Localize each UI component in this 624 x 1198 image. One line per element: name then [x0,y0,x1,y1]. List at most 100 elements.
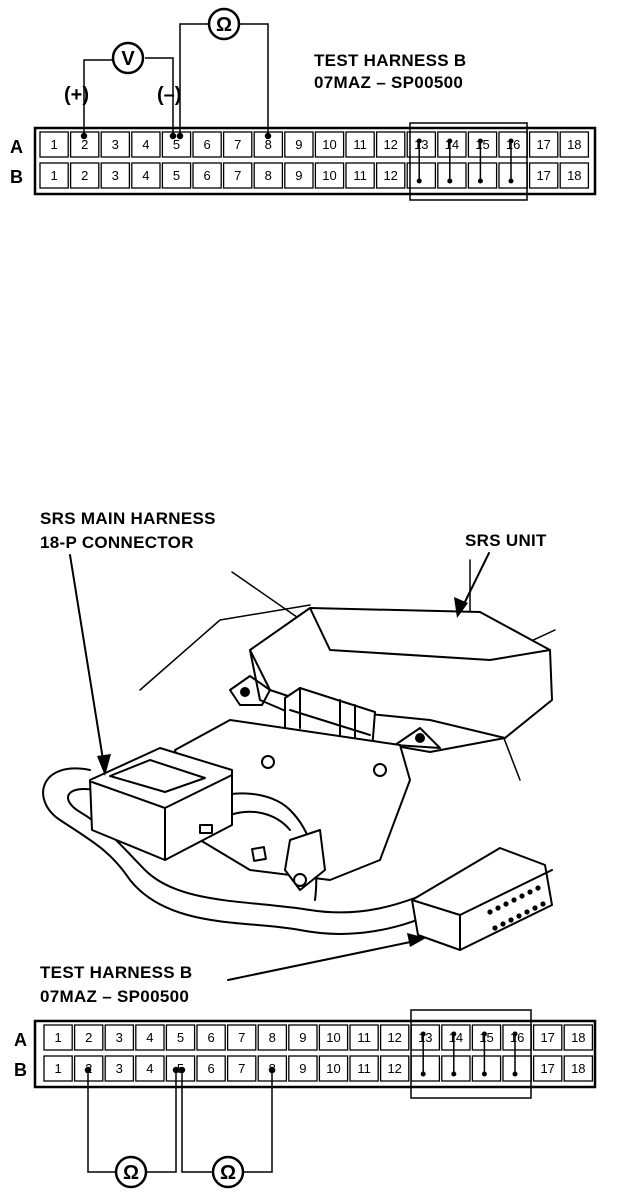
pin-cell [135,1055,165,1082]
pin-number: 1 [50,168,57,183]
pin-cell [226,1055,257,1082]
pin-cell [502,1024,532,1051]
pin-number: 11 [357,1030,371,1045]
pin-cell [349,1055,379,1082]
pin-cell [165,1024,196,1051]
ohmmeter-icon-bottom-right: Ω [211,1155,245,1189]
plus-label: (+) [64,84,89,106]
pin-number: 3 [116,1030,123,1045]
pin-number: 14 [445,137,459,152]
pin-cell [528,131,559,158]
pin-number: 6 [203,137,210,152]
pin-cell [471,1055,502,1082]
pin-cell [406,162,437,189]
pin-number: 18 [571,1061,585,1076]
voltmeter-icon: V [111,41,145,75]
pin-number: 3 [116,1061,123,1076]
pin-cell [467,131,498,158]
pin-cell [135,1024,165,1051]
pin-number: 2 [85,1030,92,1045]
pin-cell [375,162,406,189]
top-title-line1: TEST HARNESS B [314,51,467,70]
pin-number: 5 [177,1030,184,1045]
pin-number: 15 [475,137,489,152]
pin-number: 7 [238,1030,245,1045]
ohmmeter-wiring-bottom [84,1066,276,1173]
pin-cell [467,162,498,189]
pin-cell [563,1024,594,1051]
pin-number: 5 [173,137,180,152]
jumper-dot [481,1031,487,1037]
jumper-dot [481,1071,487,1077]
pin-number: 9 [299,1030,306,1045]
pin-cell [410,1055,441,1082]
pin-cell [406,131,437,158]
jumper-dot [508,138,514,144]
pin-number: 12 [387,1030,401,1045]
pin-number: 17 [536,168,550,183]
jumper-dot [416,178,422,184]
pin-cell [131,131,161,158]
pin-cell [498,162,528,189]
pin-number: 10 [326,1030,340,1045]
pin-cell [196,1024,226,1051]
top-title-line2: 07MAZ – SP00500 [314,73,464,92]
pin-number: 2 [81,168,88,183]
pin-cell [222,162,253,189]
pin-number: 9 [295,168,302,183]
pin-cell [104,1055,135,1082]
jumper-dot [420,1071,426,1077]
pin-number: 11 [357,1061,371,1076]
ohmmeter-symbol-bottom-right: Ω [220,1162,236,1184]
pin-cell [161,162,192,189]
pin-number: 8 [265,137,272,152]
bottom-connector-cells: 1234567891011121314151617181234567891011… [43,1024,594,1082]
pin-number: 1 [50,137,57,152]
pin-cell [73,1024,104,1051]
pin-cell [39,131,69,158]
pin-cell [437,162,467,189]
jumper-dot [508,178,514,184]
pin-number: 4 [142,137,149,152]
arrow-heads [97,597,468,947]
pin-number: 1 [54,1061,61,1076]
pin-cell [222,131,253,158]
jumper-dot [447,138,453,144]
pin-number: 9 [299,1061,306,1076]
test-harness-label-line1: TEST HARNESS B [40,963,193,982]
connector-label-line2: 18-P CONNECTOR [40,533,194,552]
pin-cell [131,162,161,189]
pin-cell [257,1024,288,1051]
pin-number: 7 [238,1061,245,1076]
pin-cell [345,162,375,189]
jumper-dot [512,1031,518,1037]
pin-number: 8 [265,168,272,183]
pin-cell [100,131,131,158]
jumper-dot [416,138,422,144]
pin-cell [284,162,314,189]
pin-number: 7 [234,137,241,152]
jumper-dot [477,178,483,184]
pin-number: 18 [571,1030,585,1045]
harness-cables [42,767,441,935]
top-row-a-letter: A [10,137,23,157]
jumper-dot [451,1031,457,1037]
voltmeter-symbol: V [121,48,135,70]
pin-cell [226,1024,257,1051]
ohmmeter-icon-bottom-left: Ω [114,1155,148,1189]
pin-number: 6 [207,1061,214,1076]
ohmmeter-symbol-top: Ω [216,14,232,36]
pin-cell [559,162,590,189]
pin-number: 18 [567,137,581,152]
pin-cell [253,162,284,189]
pin-cell [437,131,467,158]
pin-number: 11 [353,137,367,152]
test-harness-label-line2: 07MAZ – SP00500 [40,987,190,1006]
pin-cell [288,1024,318,1051]
pin-cell [379,1024,410,1051]
pin-cell [375,131,406,158]
pin-cell [69,162,100,189]
pin-cell [345,131,375,158]
